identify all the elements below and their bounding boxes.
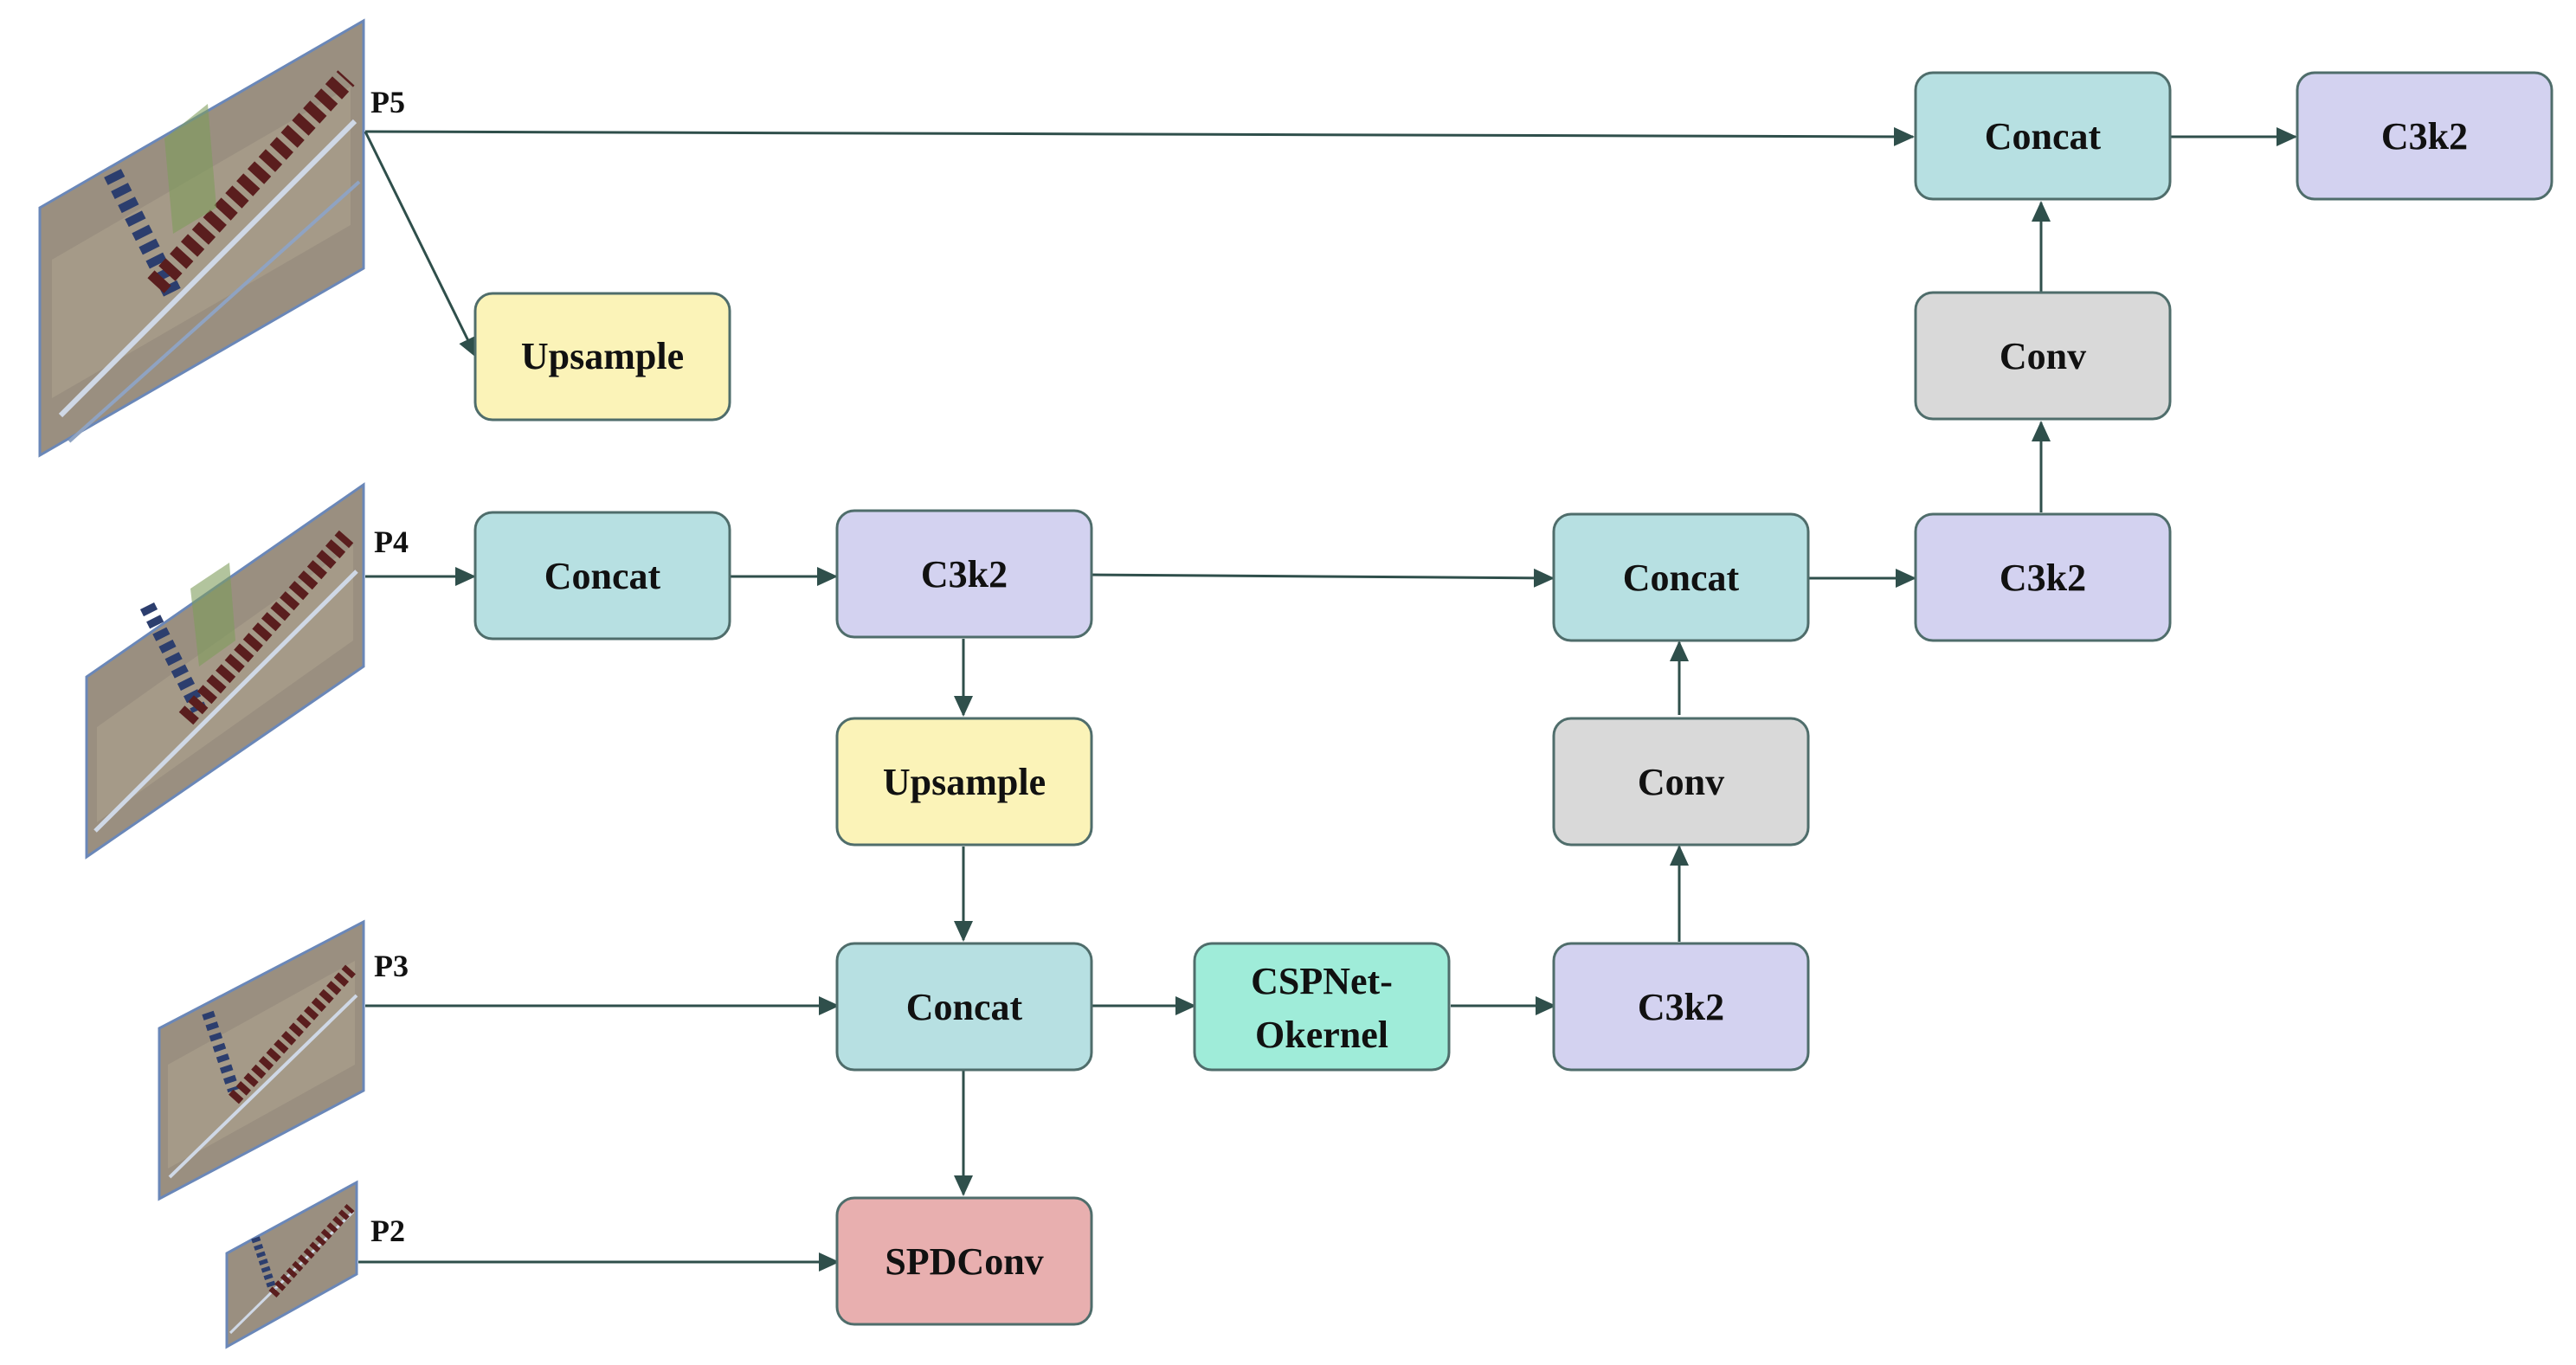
p2-label: P2 — [370, 1214, 405, 1248]
input-image-p2 — [225, 1180, 358, 1349]
concat-p3-label: Concat — [906, 986, 1023, 1028]
spdconv-label: SPDConv — [885, 1240, 1043, 1283]
c3k2-mid-label: C3k2 — [2000, 557, 2086, 599]
concat-top-label: Concat — [1985, 115, 2102, 158]
arrow-c3k2-p4-to-concat-mid — [1090, 568, 1555, 588]
p4-label: P4 — [374, 525, 409, 559]
module-cspnet-okernel: CSPNet- Okernel — [1193, 942, 1451, 1072]
module-concat-top: Concat — [1914, 71, 2172, 201]
c3k2-out-label: C3k2 — [2381, 115, 2468, 158]
module-spdconv: SPDConv — [835, 1196, 1093, 1326]
conv-top-label: Conv — [2000, 335, 2086, 377]
arrow-p5-to-concat-top — [364, 126, 1915, 146]
cspnet-label-line1: CSPNet- — [1251, 960, 1393, 1002]
concat-mid-label: Concat — [1623, 557, 1740, 599]
conv-mid-label: Conv — [1638, 761, 1724, 803]
upsample-mid-label: Upsample — [883, 761, 1046, 803]
c3k2-p4-label: C3k2 — [921, 553, 1008, 596]
upsample-top-label: Upsample — [521, 335, 684, 377]
c3k2-p3-label: C3k2 — [1638, 986, 1724, 1028]
module-c3k2-p3: C3k2 — [1552, 942, 1810, 1072]
module-c3k2-mid: C3k2 — [1914, 512, 2172, 642]
module-concat-p3: Concat — [835, 942, 1093, 1072]
input-image-p3 — [158, 919, 365, 1201]
module-c3k2-p4: C3k2 — [835, 509, 1093, 639]
module-upsample-mid: Upsample — [835, 717, 1093, 847]
input-image-p5 — [38, 18, 365, 458]
module-conv-top: Conv — [1914, 291, 2172, 421]
module-c3k2-out: C3k2 — [2296, 71, 2553, 201]
cspnet-label-line2: Okernel — [1255, 1014, 1388, 1056]
module-concat-p4: Concat — [473, 511, 731, 641]
p3-label: P3 — [374, 949, 409, 983]
p5-label: P5 — [370, 85, 405, 119]
module-conv-mid: Conv — [1552, 717, 1810, 847]
connections — [358, 126, 2297, 1272]
module-upsample-top: Upsample — [473, 292, 731, 422]
arrow-p5-to-upsample — [364, 131, 478, 358]
module-concat-mid: Concat — [1552, 512, 1810, 642]
input-image-p4 — [85, 482, 365, 860]
concat-p4-label: Concat — [544, 555, 661, 597]
